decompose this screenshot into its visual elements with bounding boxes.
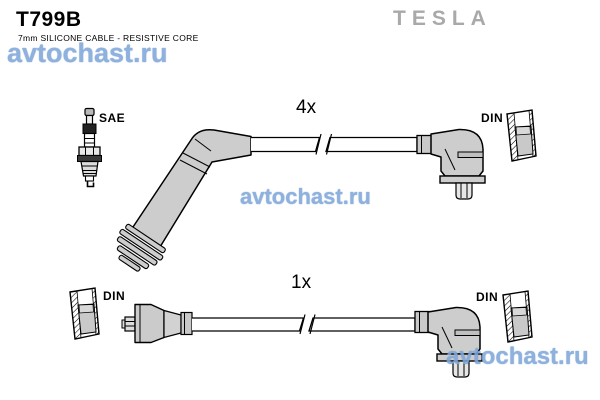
- spark-plug-icon: [77, 107, 102, 188]
- sae-label: SAE: [99, 111, 126, 125]
- top-distributor-boot: [430, 128, 486, 200]
- brand-logo: TESLA: [393, 7, 492, 30]
- din-label-bottom-right: DIN: [476, 290, 499, 304]
- angled-plug-boot: [116, 128, 252, 272]
- bottom-cable: [192, 314, 416, 335]
- din-terminal-top: [506, 109, 537, 162]
- product-description: 7mm SILICONE CABLE - RESISTIVE CORE: [18, 33, 199, 43]
- bottom-ferrule: [414, 310, 430, 334]
- din-terminal-bottom-right: [502, 290, 533, 343]
- coil-connector: [121, 303, 193, 344]
- din-label-bottom-left: DIN: [103, 289, 126, 303]
- bottom-cable-assembly: [69, 287, 533, 378]
- top-cable-assembly: [116, 109, 537, 272]
- top-quantity-label: 4x: [296, 97, 317, 118]
- din-terminal-bottom-left: [69, 287, 100, 340]
- top-cable: [251, 133, 418, 155]
- part-number: T799B: [16, 8, 82, 31]
- watermark: avtochast.ru: [446, 343, 589, 370]
- top-ferrule: [416, 134, 433, 155]
- watermark: avtochast.ru: [240, 184, 371, 209]
- bottom-quantity-label: 1x: [291, 272, 312, 293]
- watermark: avtochast.ru: [7, 38, 168, 68]
- din-label-top: DIN: [481, 111, 504, 125]
